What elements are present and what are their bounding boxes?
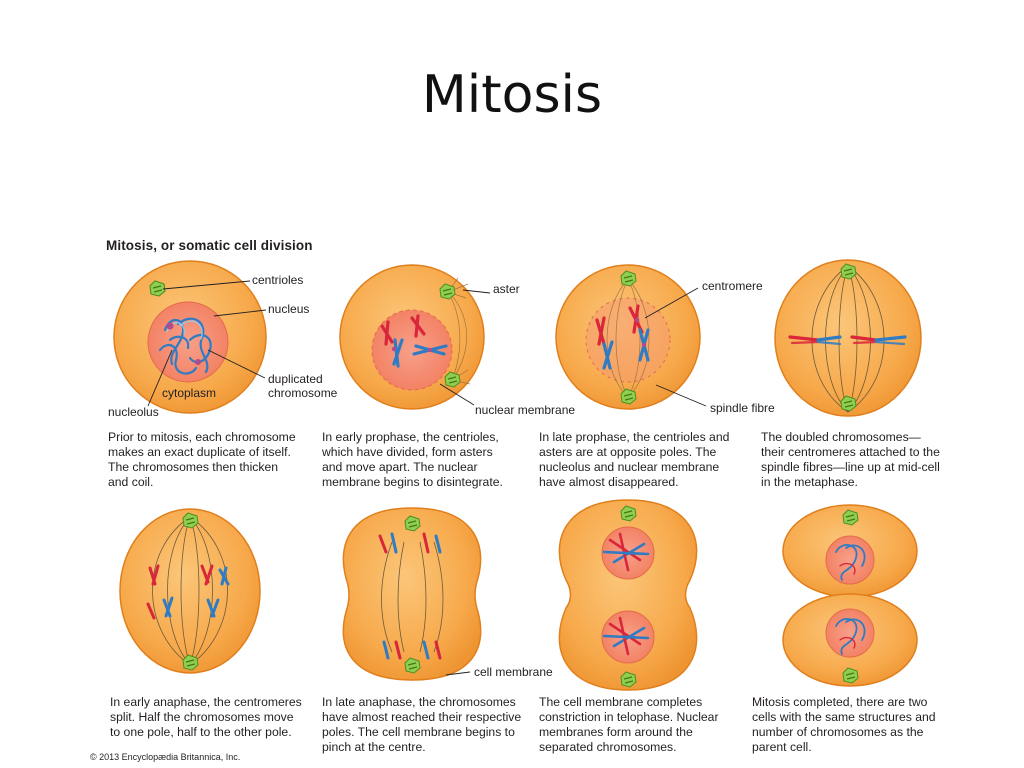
stage-7-telophase-cell <box>558 499 698 691</box>
stage-3-late-prophase-cell <box>555 264 701 410</box>
stage-5-early-anaphase-cell <box>119 508 261 674</box>
label-cell-membrane: cell membrane <box>474 665 553 679</box>
copyright-credit: © 2013 Encyclopædia Britannica, Inc. <box>90 752 241 762</box>
slide-title: Mitosis <box>421 65 603 125</box>
label-centromere: centromere <box>702 279 763 293</box>
label-spindle-fibre: spindle fibre <box>710 401 775 415</box>
caption-stage-3: In late prophase, the centrioles and ast… <box>539 430 730 489</box>
caption-stage-5: In early anaphase, the centromeres split… <box>110 695 302 739</box>
label-nucleolus: nucleolus <box>108 405 159 419</box>
stage-2-early-prophase-cell <box>339 264 485 410</box>
label-nucleus: nucleus <box>268 302 309 316</box>
caption-stage-1: Prior to mitosis, each chromosome makes … <box>108 430 296 489</box>
stage-8-daughter-cells <box>782 504 918 687</box>
caption-stage-6: In late anaphase, the chromosomes have a… <box>322 695 522 754</box>
label-cytoplasm: cytoplasm <box>162 386 216 400</box>
stage-1-leader-lines <box>147 280 267 407</box>
caption-stage-4: The doubled chromosomes— their centromer… <box>761 430 940 489</box>
coiled-chromosomes <box>158 317 212 375</box>
diagram-title: Mitosis, or somatic cell division <box>106 238 313 253</box>
label-centrioles: centrioles <box>252 273 303 287</box>
caption-stage-8: Mitosis completed, there are two cells w… <box>752 695 936 754</box>
caption-stage-2: In early prophase, the centrioles, which… <box>322 430 503 489</box>
stage-6-late-anaphase-cell <box>342 507 482 681</box>
label-aster: aster <box>493 282 520 296</box>
stage-1-interphase-cell <box>113 260 267 414</box>
stage-4-metaphase-cell <box>774 259 922 417</box>
caption-stage-7: The cell membrane completes constriction… <box>539 695 719 754</box>
label-nuclear-membrane: nuclear membrane <box>475 403 575 417</box>
